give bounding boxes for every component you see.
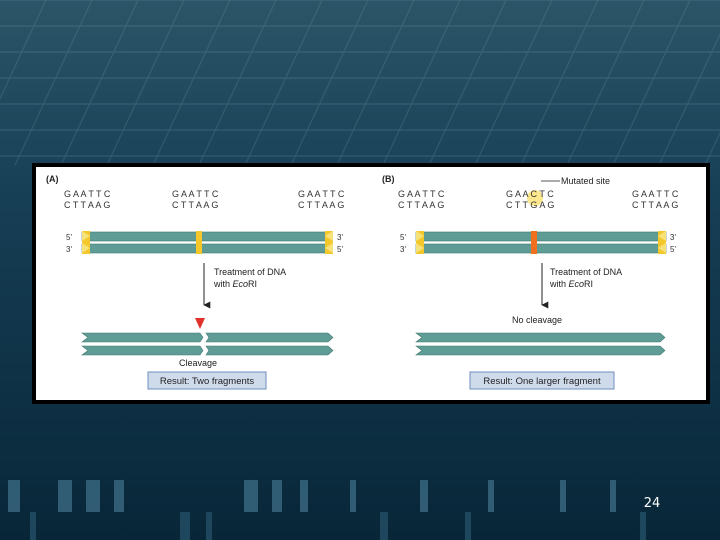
site-b2-top: G A A C T C — [506, 189, 554, 199]
panel-b-label: (B) — [382, 174, 395, 184]
panel-b: (B) G A A T T C C T T A A G G A A C T C … — [382, 174, 679, 390]
site-b1-bottom: C T T A A G — [398, 200, 444, 210]
panel-a-label: (A) — [46, 174, 59, 184]
site-marker-left-b — [416, 231, 424, 254]
left-end-bottom: 3' — [66, 245, 72, 254]
dna-strand-top-b — [415, 231, 667, 242]
mutated-site-label: Mutated site — [561, 176, 610, 186]
dna-strand-bottom — [81, 243, 333, 254]
cleavage-label: Cleavage — [179, 358, 217, 368]
site-a3-top: G A A T T C — [298, 189, 345, 199]
cleavage-marker — [195, 318, 205, 329]
sticky-end-right-b — [658, 231, 666, 253]
fragment-left-bottom — [81, 345, 204, 356]
fragment-b-top — [415, 332, 666, 343]
site-a2-bottom: C T T A A G — [172, 200, 218, 210]
result-a-box — [147, 371, 267, 390]
right-end-bottom-b: 5' — [670, 245, 676, 254]
no-cleavage-label: No cleavage — [512, 315, 562, 325]
fragment-right-bottom — [205, 345, 334, 356]
treatment-b-line2: with EcoRI — [549, 279, 593, 289]
site-a2-top: G A A T T C — [172, 189, 219, 199]
site-b3-top: G A A T T C — [632, 189, 679, 199]
treatment-a-line1: Treatment of DNA — [214, 267, 286, 277]
sticky-end-left-b — [416, 231, 424, 253]
site-b3-bottom: C T T A A G — [632, 200, 678, 210]
decorative-bars — [8, 480, 616, 512]
dna-strand-bottom-b — [415, 243, 667, 254]
treatment-a-line2: with EcoRI — [213, 279, 257, 289]
dna-strand-top — [81, 231, 333, 242]
sticky-end-left — [82, 231, 90, 253]
fragment-b-bottom — [415, 345, 666, 356]
fragment-right-top — [205, 332, 334, 343]
figure-frame: (A) G A A T T C C T T A A G G A A T T C … — [32, 163, 710, 404]
left-end-bottom-b: 3' — [400, 245, 406, 254]
right-end-top-b: 3' — [670, 233, 676, 242]
mutation-glow — [527, 190, 543, 206]
panel-a: (A) G A A T T C C T T A A G G A A T T C … — [46, 174, 345, 390]
result-b-box — [469, 371, 615, 390]
dna-restriction-figure: (A) G A A T T C C T T A A G G A A T T C … — [36, 167, 706, 400]
left-end-top-b: 5' — [400, 233, 406, 242]
sticky-end-right — [325, 231, 333, 253]
left-end-top: 5' — [66, 233, 72, 242]
mutated-site-marker — [531, 231, 537, 254]
site-marker-right — [325, 231, 333, 254]
site-a3-bottom: C T T A A G — [298, 200, 344, 210]
site-marker-left — [82, 231, 90, 254]
fragment-left-top — [81, 332, 204, 343]
site-marker-right-b — [658, 231, 666, 254]
figure-svg: (A) G A A T T C C T T A A G G A A T T C … — [46, 174, 679, 390]
site-a1-bottom: C T T A A G — [64, 200, 110, 210]
page-number: 24 — [643, 496, 661, 511]
result-b-text: Result: One larger fragment — [483, 376, 601, 387]
site-a1-top: G A A T T C — [64, 189, 111, 199]
site-marker-middle — [196, 231, 202, 254]
result-a-text: Result: Two fragments — [160, 376, 255, 387]
right-end-top: 3' — [337, 233, 343, 242]
right-end-bottom: 5' — [337, 245, 343, 254]
treatment-b-line1: Treatment of DNA — [550, 267, 622, 277]
site-b2-bottom: C T T G A G — [506, 200, 554, 210]
site-b1-top: G A A T T C — [398, 189, 445, 199]
